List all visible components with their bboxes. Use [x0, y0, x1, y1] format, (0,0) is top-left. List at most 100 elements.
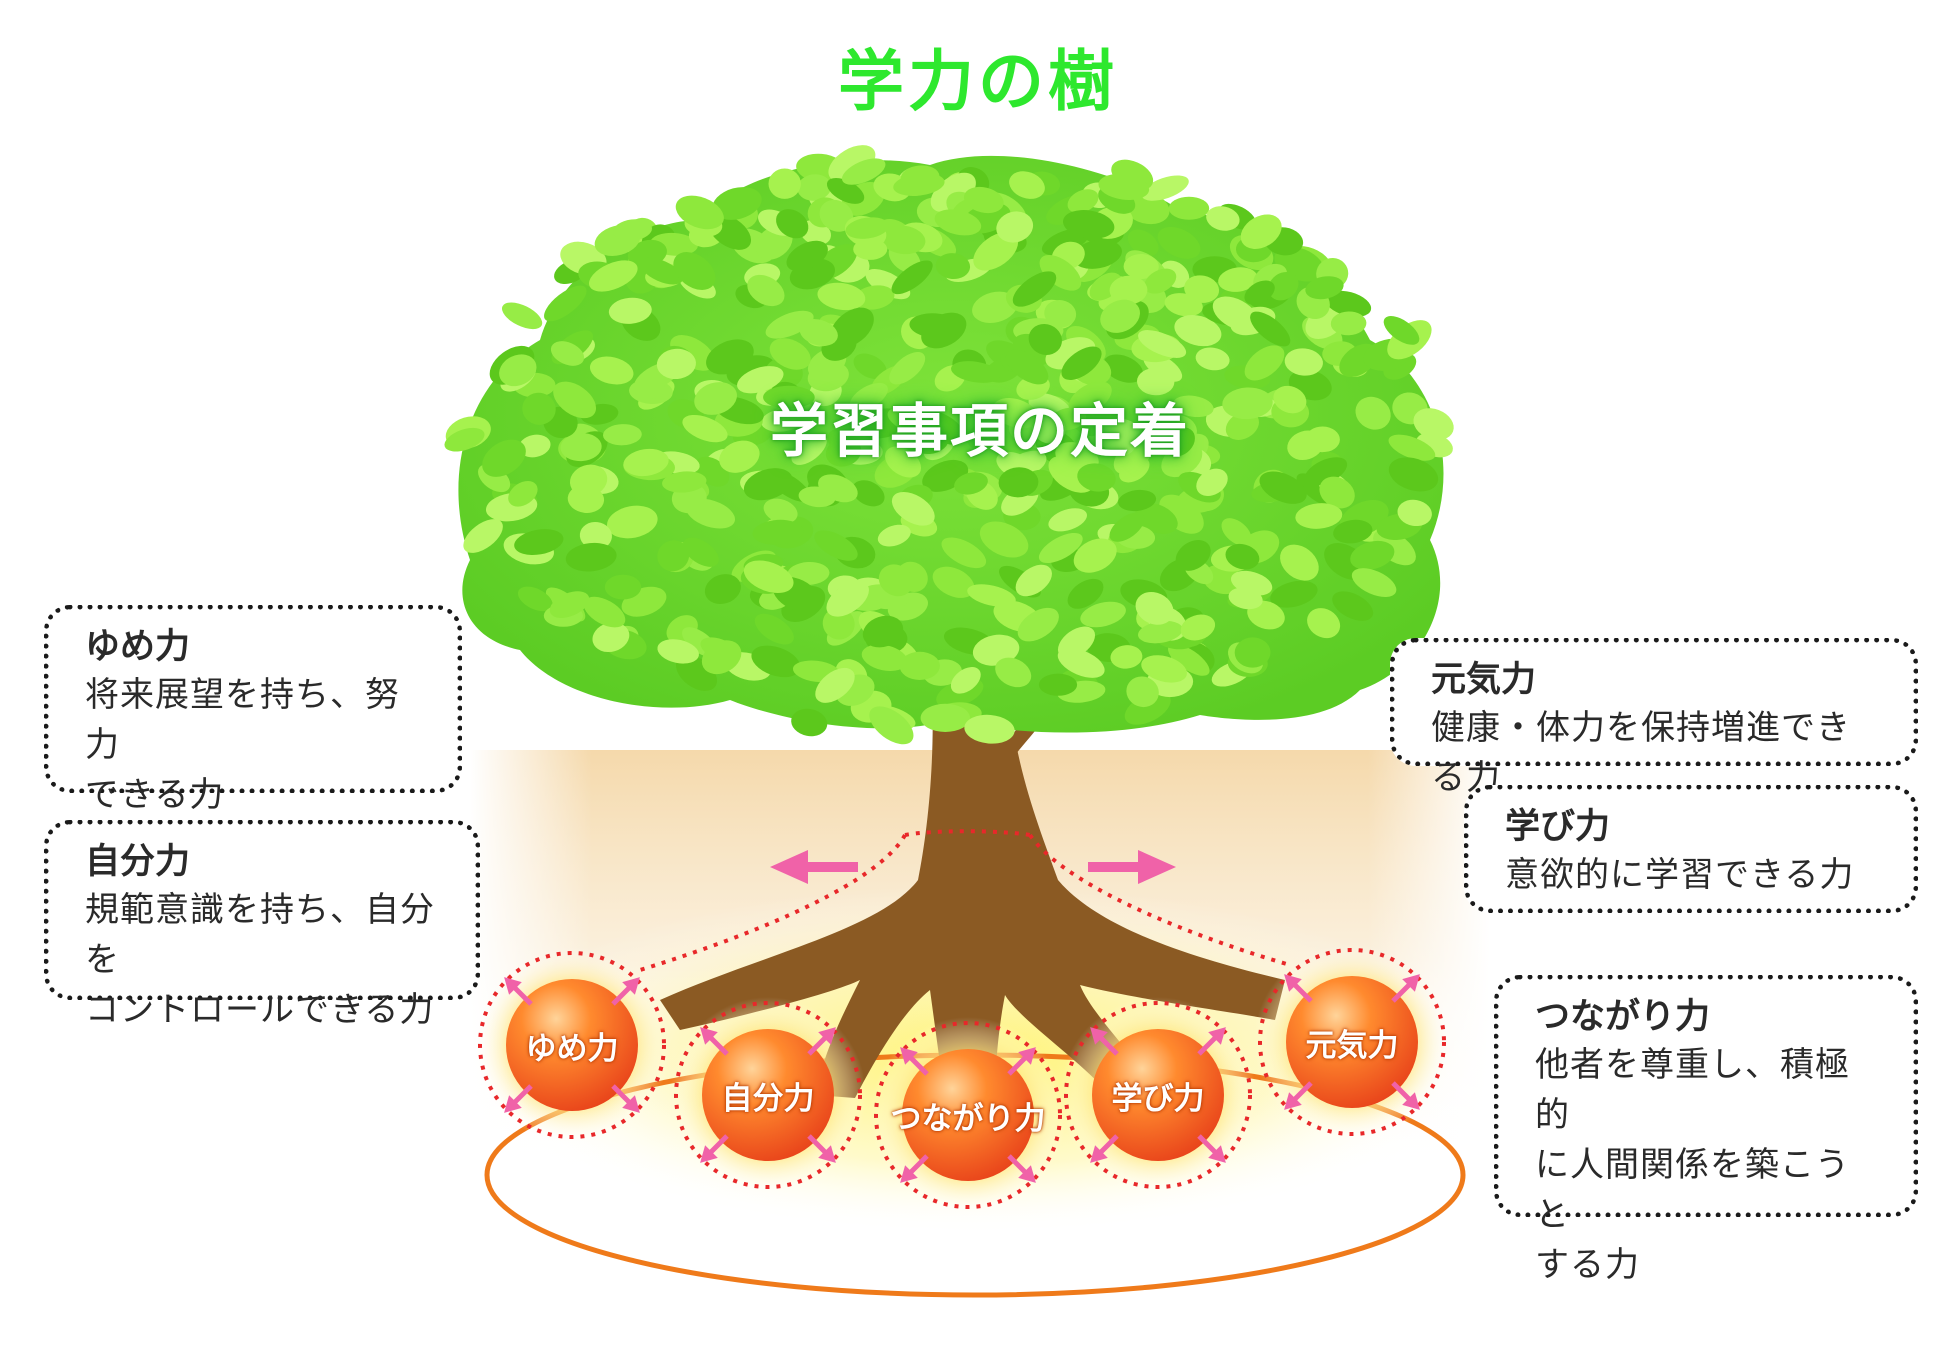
leaf: [1141, 655, 1187, 683]
root-ball-core: [1286, 976, 1418, 1108]
leaf: [920, 411, 965, 445]
leaf: [887, 407, 937, 436]
expand-arrowhead: [504, 977, 522, 995]
leaf: [1325, 290, 1372, 317]
leaf: [1355, 396, 1391, 430]
leaf: [1228, 587, 1263, 610]
expand-arrowhead: [622, 977, 640, 995]
leaf: [662, 471, 707, 493]
leaf: [501, 302, 543, 330]
leaf: [791, 434, 827, 465]
leaf: [1373, 529, 1416, 566]
leaf: [1184, 275, 1220, 303]
leaf: [1157, 226, 1201, 259]
expand-arrowhead: [1018, 1165, 1036, 1183]
expand-arrowhead: [622, 1095, 640, 1113]
leaf: [861, 644, 908, 672]
info-box-manabi: 学び力 意欲的に学習できる力: [1464, 785, 1918, 913]
leaf: [829, 307, 874, 348]
info-box-title: ゆめ力: [85, 627, 191, 667]
leaf: [1172, 395, 1214, 418]
info-box-jibun: 自分力 規範意識を持ち、自分を コントロールできる力: [44, 820, 480, 1030]
leaf: [1222, 387, 1273, 420]
leaf: [565, 542, 617, 572]
leaf: [583, 596, 626, 628]
leaf: [909, 313, 961, 339]
root-ball-5: [1254, 944, 1450, 1140]
leaf: [862, 615, 904, 648]
leaf: [623, 448, 669, 477]
root-ball-4: [1060, 997, 1256, 1193]
info-box-title: 元気力: [1431, 660, 1537, 700]
leaf: [1017, 607, 1059, 642]
leaf: [1063, 209, 1115, 239]
leaf: [878, 564, 914, 597]
leaf: [1137, 367, 1175, 396]
expand-arrowhead: [818, 1027, 836, 1045]
leaf: [1048, 508, 1087, 532]
expand-arrowhead: [900, 1165, 918, 1183]
leaf: [1168, 644, 1210, 676]
leaf: [1295, 503, 1343, 529]
leaf: [889, 351, 926, 385]
leaf: [1218, 267, 1258, 292]
leaf: [1127, 229, 1159, 257]
leaf: [807, 361, 849, 392]
leaf: [817, 282, 866, 311]
leaf: [853, 353, 887, 380]
root-ball-label: 自分力: [721, 1081, 815, 1117]
leaf: [589, 260, 638, 292]
leaf: [853, 285, 895, 310]
leaf: [1038, 532, 1083, 564]
leaf: [1273, 385, 1307, 414]
root-ball-core: [902, 1049, 1034, 1181]
root-ball-ring: [478, 951, 666, 1139]
leaf: [603, 424, 642, 446]
leaf: [747, 274, 785, 307]
leaf: [1225, 543, 1260, 570]
leaf: [499, 354, 537, 387]
root-outline-left: [639, 834, 907, 972]
leaf: [853, 238, 888, 260]
root-ball-label: 元気力: [1305, 1028, 1399, 1064]
leaf: [514, 529, 564, 556]
leaf: [1180, 614, 1216, 641]
leaf: [1307, 608, 1341, 639]
leaf: [884, 446, 922, 478]
leaf: [743, 468, 793, 501]
leaf: [1330, 311, 1367, 336]
leaf: [1212, 296, 1259, 331]
leaf: [1077, 463, 1116, 492]
leaf: [877, 524, 911, 547]
leaf: [613, 219, 652, 241]
leaf: [1305, 276, 1344, 300]
leaf: [763, 498, 798, 524]
leaf: [1039, 254, 1082, 291]
leaf: [845, 217, 889, 239]
leaf: [1244, 280, 1275, 305]
leaf: [1413, 408, 1454, 440]
info-box-body: 他者を尊重し、積極的 に人間関係を築こうと する力: [1535, 1045, 1850, 1285]
leaf: [1196, 468, 1228, 496]
info-box-genki: 元気力 健康・体力を保持増進できる力: [1390, 638, 1918, 798]
leaf: [797, 174, 832, 201]
info-box-body: 将来展望を持ち、努力 できる力: [85, 675, 400, 815]
leaf: [979, 521, 1029, 558]
expand-arrowhead: [700, 1145, 718, 1163]
leaf: [1202, 564, 1244, 595]
leaf: [1234, 637, 1271, 668]
canopy-label: 学習事項の定着: [769, 397, 1190, 465]
leaf: [482, 439, 526, 477]
leaf: [799, 319, 838, 346]
leaf: [935, 253, 971, 280]
leaf: [1098, 174, 1150, 200]
leaf: [992, 398, 1039, 429]
expand-arrowhead: [1402, 1092, 1420, 1110]
leaf: [1319, 476, 1355, 509]
leaf: [891, 260, 933, 295]
leaf: [606, 505, 658, 539]
leaf: [508, 480, 538, 507]
leaf: [1123, 253, 1159, 280]
leaf: [737, 366, 784, 394]
leaf: [1012, 271, 1057, 307]
